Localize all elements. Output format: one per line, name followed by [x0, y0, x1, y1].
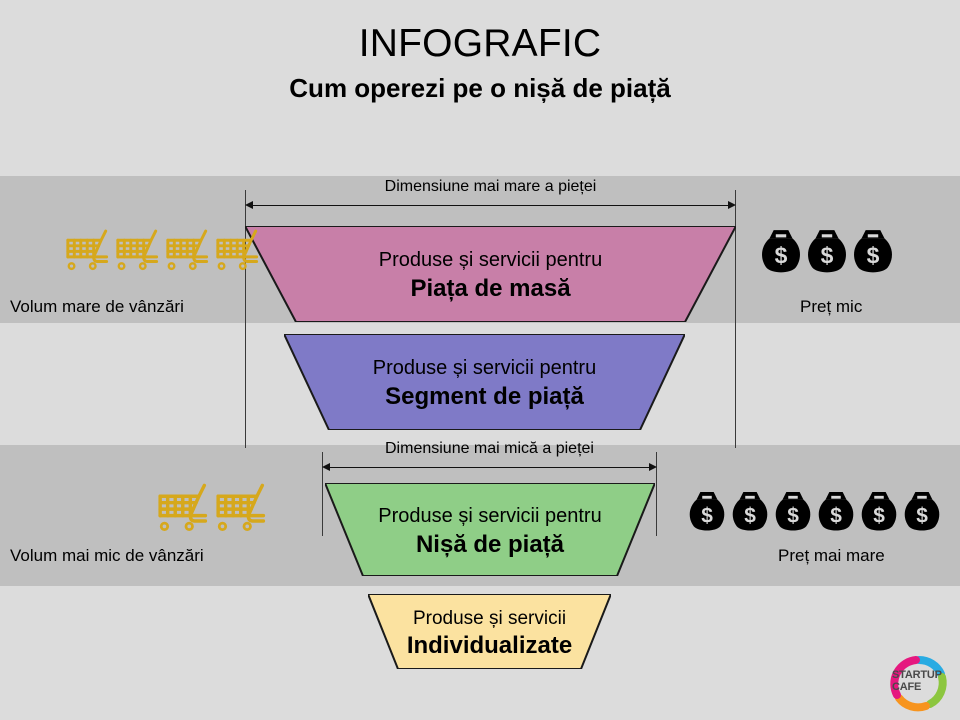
svg-text:$: $	[830, 504, 842, 527]
funnel-level-labels: Produse și servicii pentru Piața de masă	[245, 243, 736, 305]
arrow-shaft	[328, 467, 651, 468]
arrow-shaft	[251, 205, 730, 206]
svg-text:$: $	[701, 504, 713, 527]
funnel-level-title: Nișă de piață	[415, 530, 565, 558]
svg-text:$: $	[787, 504, 799, 527]
logo-text-line2: CAFE	[892, 681, 922, 693]
svg-text:$: $	[744, 504, 756, 527]
caption-volume-low: Volum mai mic de vânzări	[10, 546, 204, 565]
svg-text:$: $	[775, 242, 788, 268]
shopping-cart-icon	[116, 229, 159, 271]
arrow-head-left-icon	[245, 201, 253, 209]
dimension-arrow-large-market: Dimensiune mai mare a pieței	[245, 178, 736, 214]
page-subtitle: Cum operezi pe o nișă de piață	[289, 73, 671, 103]
logo-text: STARTUP CAFE	[892, 670, 948, 693]
startup-cafe-logo[interactable]: STARTUP CAFE	[886, 652, 952, 714]
money-bag-icon: $	[689, 492, 725, 531]
svg-text:$: $	[873, 504, 885, 527]
guide-line-large-right	[735, 190, 736, 448]
cart-icon-row-bottom	[158, 482, 272, 532]
caption-volume-high: Volum mare de vânzări	[10, 297, 184, 316]
money-bag-icon: $	[732, 492, 768, 531]
funnel-level-labels: Produse și servicii Individualizate	[368, 603, 611, 661]
svg-text:$: $	[821, 242, 834, 268]
funnel-level-title: Individualizate	[406, 631, 573, 659]
money-bag-icon: $	[775, 492, 811, 531]
trapezoid-shape-market-segment	[284, 334, 685, 430]
guide-line-large-left	[245, 190, 246, 448]
funnel-level-mass-market[interactable]: Produse și servicii pentru Piața de masă	[245, 226, 736, 322]
funnel-level-labels: Produse și servicii pentru Nișă de piață	[325, 499, 655, 561]
svg-text:$: $	[916, 504, 928, 527]
money-bag-icon-row-bottom: $ $ $ $ $ $	[688, 490, 941, 534]
money-bag-icon: $	[904, 492, 940, 531]
money-bag-icon: $	[861, 492, 897, 531]
funnel-level-labels: Produse și servicii pentru Segment de pi…	[284, 351, 685, 413]
dimension-label-small-market: Dimensiune mai mică a pieței	[385, 440, 594, 457]
caption-price-high: Preț mai mare	[778, 546, 885, 565]
cart-icon-row-top	[66, 228, 264, 271]
caption-price-low: Preț mic	[800, 297, 863, 316]
money-bag-icon: $	[762, 230, 800, 273]
money-bag-icon: $	[818, 492, 854, 531]
funnel-level-individualized[interactable]: Produse și servicii Individualizate	[368, 594, 611, 669]
funnel-level-title: Piața de masă	[410, 275, 571, 302]
trapezoid-shape-niche-market	[325, 483, 655, 576]
shopping-cart-icon	[216, 483, 266, 532]
money-bag-icon-row-top: $ $ $	[760, 228, 894, 276]
trapezoid-shape-individualized	[368, 594, 611, 669]
svg-text:$: $	[867, 242, 880, 268]
arrow-head-right-icon	[649, 463, 657, 471]
arrow-head-right-icon	[728, 201, 736, 209]
funnel-level-subtitle: Produse și servicii pentru	[372, 357, 597, 379]
funnel-level-subtitle: Produse și servicii pentru	[378, 249, 603, 271]
shopping-cart-icon	[216, 229, 259, 271]
funnel-level-title: Segment de piață	[385, 383, 584, 410]
shopping-cart-icon	[166, 229, 209, 271]
funnel-level-niche-market[interactable]: Produse și servicii pentru Nișă de piață	[325, 483, 655, 576]
trapezoid-shape-mass-market	[245, 226, 736, 322]
shopping-cart-icon	[158, 483, 208, 532]
dimension-arrow-small-market: Dimensiune mai mică a pieței	[322, 440, 657, 476]
shopping-cart-icon	[66, 229, 109, 271]
funnel-level-subtitle: Produse și servicii	[412, 607, 567, 629]
funnel-level-market-segment[interactable]: Produse și servicii pentru Segment de pi…	[284, 334, 685, 430]
logo-ring-icon	[890, 655, 947, 712]
funnel-level-subtitle: Produse și servicii pentru	[378, 504, 602, 527]
guide-line-small-left	[322, 452, 323, 536]
money-bag-icon: $	[808, 230, 846, 273]
page-title: INFOGRAFIC	[358, 22, 602, 65]
money-bag-icon: $	[854, 230, 892, 273]
arrow-head-left-icon	[322, 463, 330, 471]
logo-text-line1: STARTUP	[892, 669, 942, 681]
guide-line-small-right	[656, 452, 657, 536]
dimension-label-large-market: Dimensiune mai mare a pieței	[384, 178, 597, 195]
